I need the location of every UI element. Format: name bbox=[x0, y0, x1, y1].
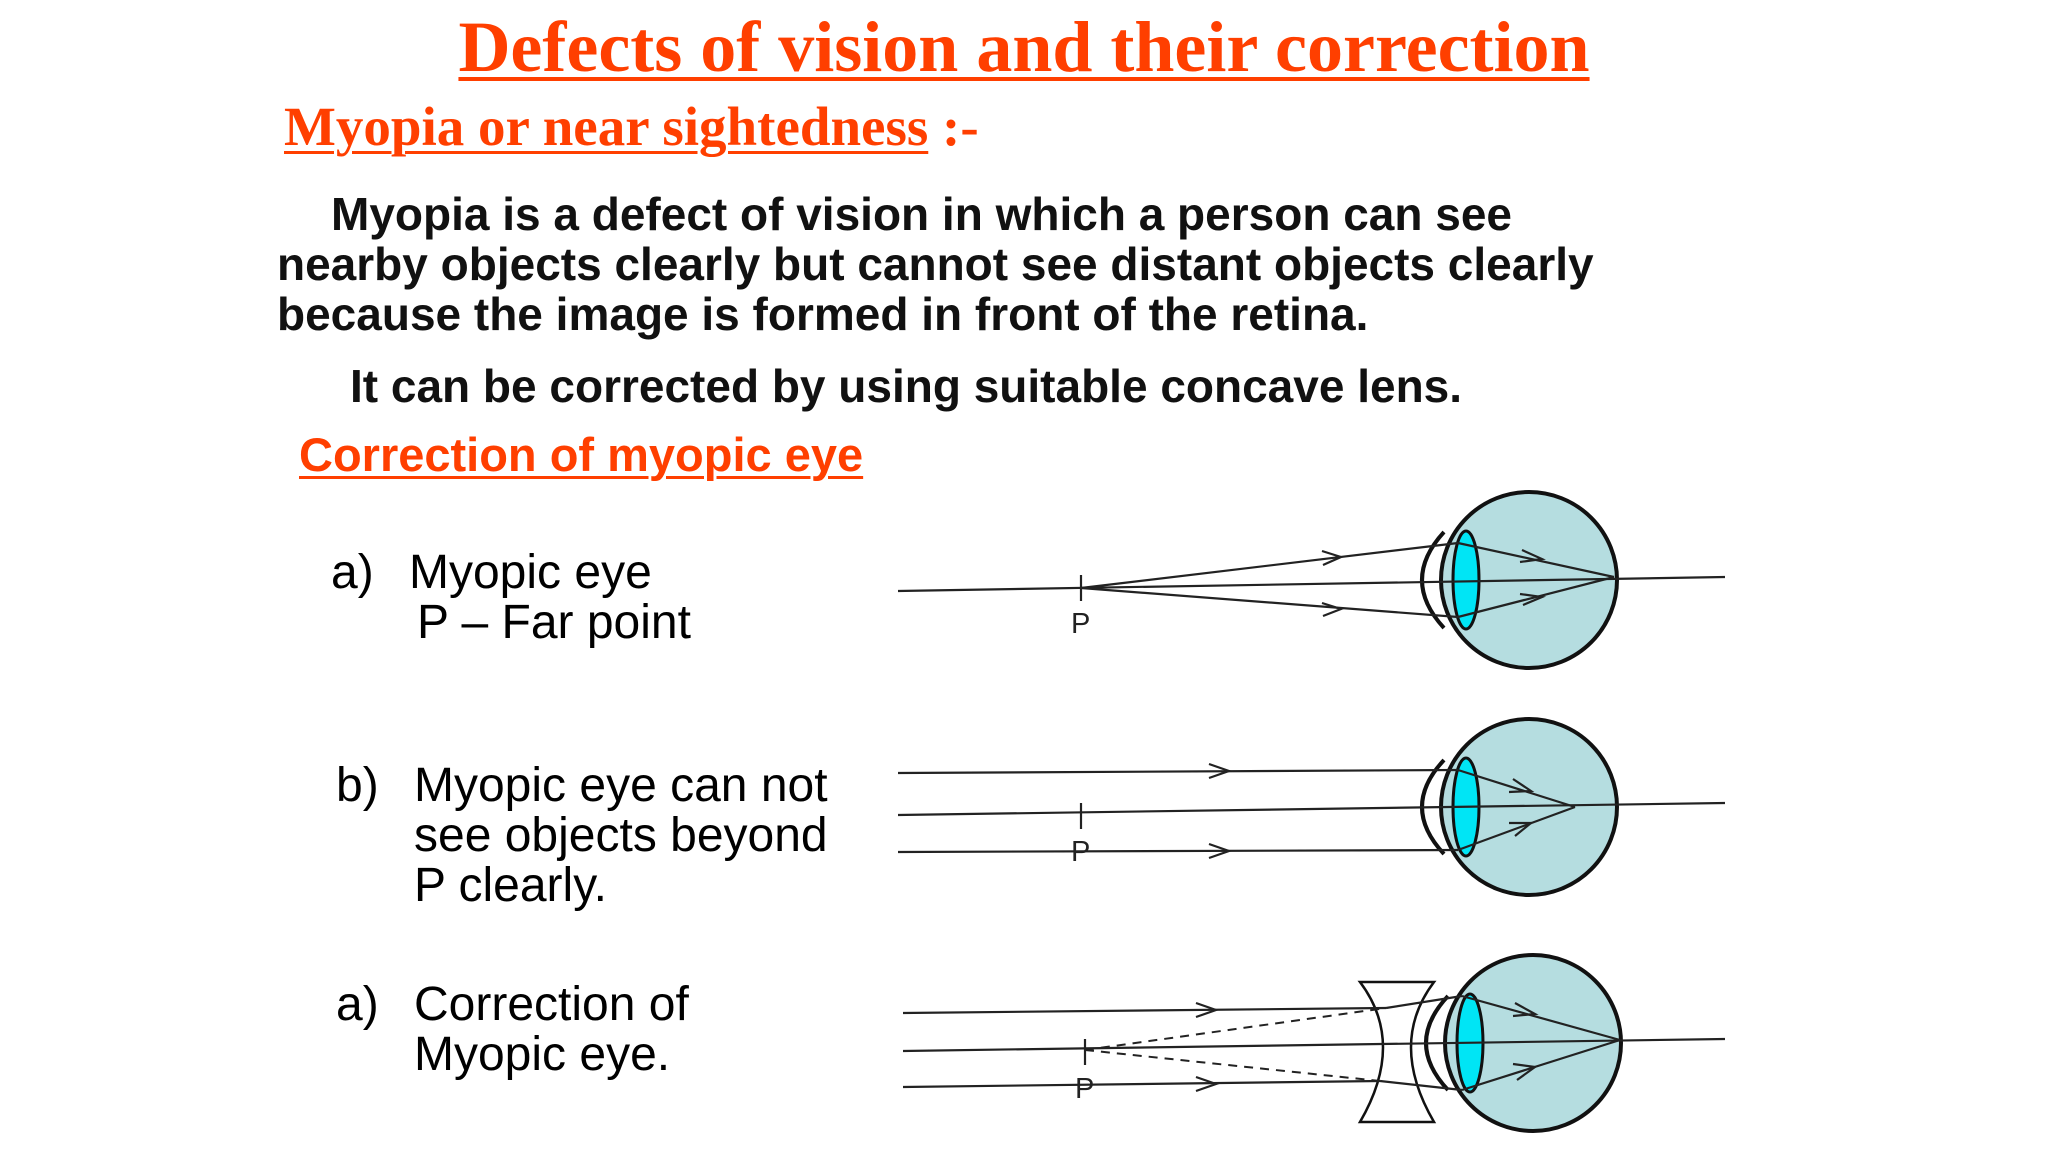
ray-b-inside-arrow-1 bbox=[1508, 778, 1535, 794]
diagram-b-line-2: see objects beyond bbox=[414, 809, 828, 862]
subtitle-suffix: :- bbox=[928, 96, 979, 157]
ray-c-inside-upper bbox=[1461, 994, 1621, 1042]
diagram-c-line-1: Correction of bbox=[414, 978, 689, 1031]
diagram-a: P bbox=[897, 490, 1726, 670]
ray-c-inside-arrow-1 bbox=[1512, 1002, 1539, 1018]
definition-line-1: Myopia is a defect of vision in which a … bbox=[331, 188, 1512, 240]
eye-lens-a bbox=[1451, 529, 1481, 631]
ray-c-diverged-lower bbox=[1379, 1079, 1463, 1092]
section-heading: Correction of myopic eye bbox=[299, 428, 864, 481]
ray-a-upper bbox=[1080, 541, 1459, 590]
ray-b-inside-arrow-2 bbox=[1509, 821, 1535, 837]
ray-b-inside-upper bbox=[1457, 768, 1576, 809]
ray-c-inside-lower bbox=[1461, 1038, 1621, 1092]
diagram-c-label: a) Correction of Myopic eye. bbox=[336, 980, 689, 1080]
principal-axis-c bbox=[902, 1037, 1726, 1053]
ray-c-upper-arrow bbox=[1195, 1001, 1220, 1019]
ray-c-diverged-upper bbox=[1385, 994, 1463, 1010]
ray-b-lower bbox=[897, 848, 1459, 854]
ray-a-lower-arrow bbox=[1321, 601, 1345, 618]
definition-line-3: because the image is formed in front of … bbox=[277, 288, 1369, 340]
ray-c-upper bbox=[902, 1006, 1387, 1015]
point-p-label-a: P bbox=[1071, 608, 1090, 640]
diagram-a-line-1: Myopic eye bbox=[409, 546, 652, 599]
diagram-b-marker: b) bbox=[336, 759, 379, 812]
diagram-b-label: b)Myopic eye can not see objects beyond … bbox=[336, 761, 828, 911]
concave-lens bbox=[1357, 980, 1437, 1124]
ray-a-inside-arrow-1 bbox=[1519, 548, 1546, 564]
definition-line-2: nearby objects clearly but cannot see di… bbox=[277, 238, 1594, 290]
subtitle-main: Myopia or near sightedness bbox=[284, 96, 929, 157]
point-p-label-c: P bbox=[1075, 1073, 1094, 1105]
definition-paragraph: Myopia is a defect of vision in which a … bbox=[277, 189, 1877, 339]
page-title: Defects of vision and their correction bbox=[458, 7, 1590, 87]
diagram-b: P bbox=[897, 717, 1726, 897]
ray-c-inside-arrow-2 bbox=[1512, 1062, 1538, 1081]
principal-axis-b bbox=[897, 801, 1726, 817]
subtitle: Myopia or near sightedness :- bbox=[284, 94, 979, 160]
diagram-a-line-2: P – Far point bbox=[417, 596, 691, 649]
diagram-a-marker: a) bbox=[331, 546, 374, 599]
diagram-b-line-3: P clearly. bbox=[414, 859, 607, 912]
correction-note: It can be corrected by using suitable co… bbox=[350, 360, 1463, 412]
ray-c-lower-arrow bbox=[1195, 1075, 1220, 1093]
virtual-ray-lower bbox=[1084, 1049, 1381, 1082]
diagram-c: P bbox=[902, 953, 1726, 1133]
ray-b-upper-arrow bbox=[1208, 762, 1233, 780]
ray-a-inside-arrow-2 bbox=[1519, 592, 1547, 607]
ray-b-upper bbox=[897, 768, 1459, 775]
ray-c-lower bbox=[902, 1079, 1381, 1089]
diagram-c-line-2: Myopic eye. bbox=[414, 1028, 671, 1081]
virtual-ray-upper bbox=[1084, 1007, 1387, 1051]
ray-b-lower-arrow bbox=[1208, 842, 1233, 860]
principal-axis-a bbox=[897, 575, 1726, 593]
diagram-a-label: a) Myopic eye P – Far point bbox=[331, 548, 691, 648]
diagram-b-line-1: Myopic eye can not bbox=[414, 759, 828, 812]
diagram-c-marker: a) bbox=[336, 978, 379, 1031]
cornea-a bbox=[1420, 530, 1446, 630]
ray-a-upper-arrow bbox=[1321, 549, 1345, 567]
ray-a-lower bbox=[1080, 586, 1459, 619]
ray-b-inside-lower bbox=[1457, 805, 1576, 852]
